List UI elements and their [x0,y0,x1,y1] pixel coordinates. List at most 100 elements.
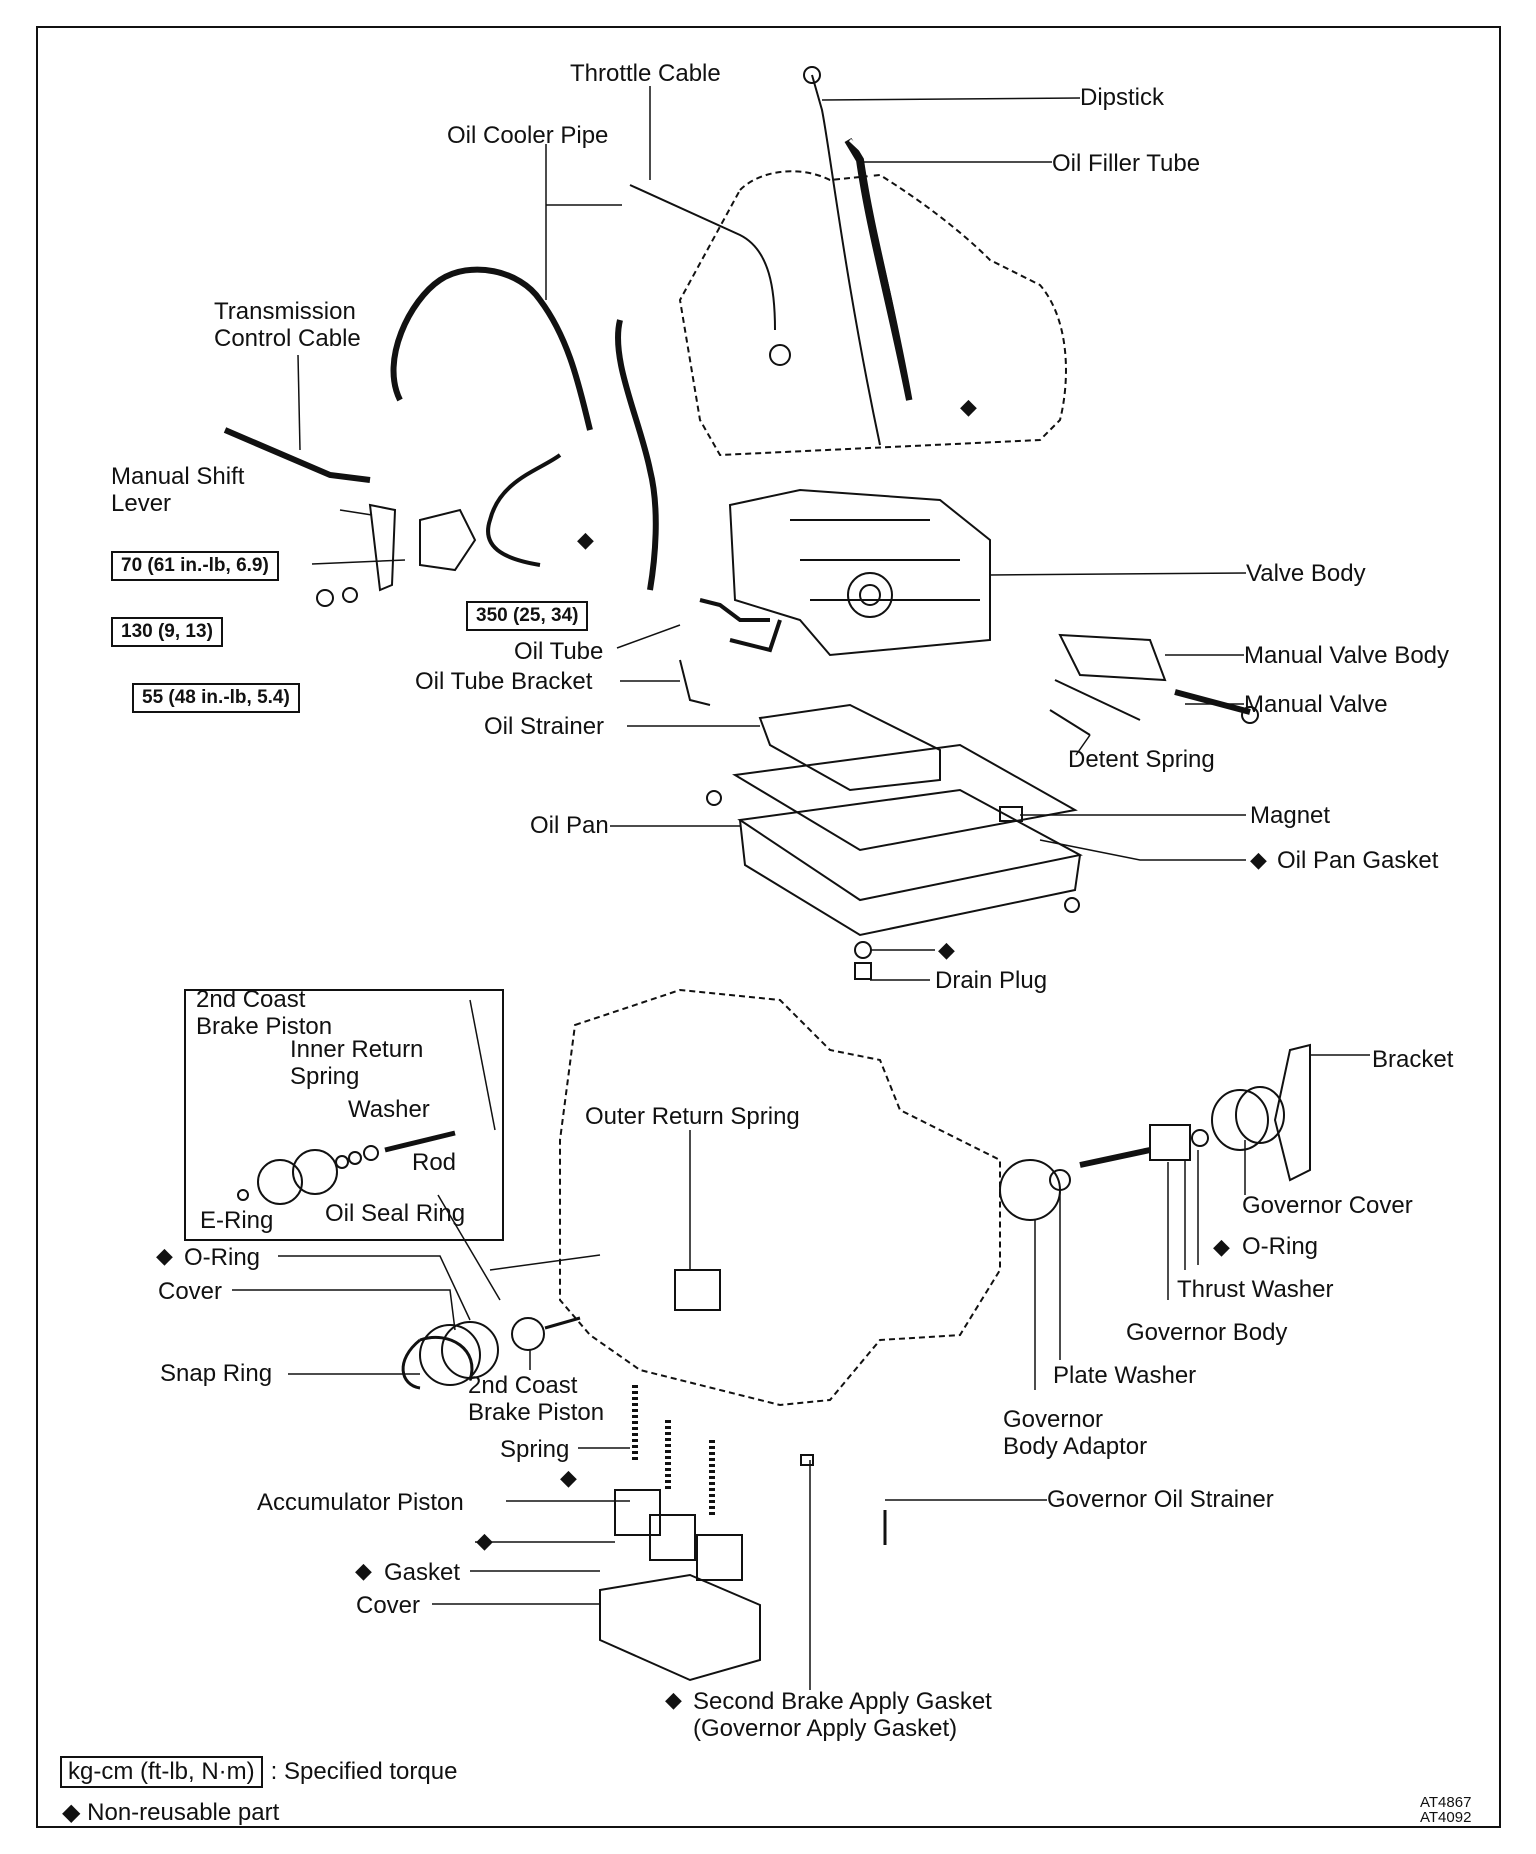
torque-spec-55: 55 (48 in.-lb, 5.4) [132,683,300,713]
inner-return-spring-label-1: Inner Return [290,1036,424,1063]
bracket-label: Bracket [1372,1046,1454,1073]
torque-spec-130: 130 (9, 13) [111,617,223,647]
accumulator-piston-3 [696,1534,743,1581]
torque-spec-70: 70 (61 in.-lb, 6.9) [111,551,279,581]
cover-bottom-label: Cover [356,1592,421,1619]
legend-nonreusable: ◆ Non-reusable part [62,1799,279,1827]
nonreusable-marker: ◆ [1250,847,1267,872]
o-ring-right-label: O-Ring [1242,1233,1319,1260]
oil-strainer-shape [758,703,941,792]
manual-valve-body-shape [1058,633,1167,682]
cover-left-label: Cover [158,1278,223,1305]
oil-seal-ring-label: Oil Seal Ring [325,1200,466,1227]
oil-tube-bracket-label: Oil Tube Bracket [415,668,593,695]
gasket-label: Gasket [384,1559,461,1586]
valve-body-shape [728,488,991,657]
legend-torque: kg-cm (ft-lb, N·m) : Specified torque [60,1756,457,1788]
nonreusable-marker: ◆ [938,937,955,962]
second-brake-apply-gasket-shape [800,1454,814,1466]
figure-code-1: AT4867 [1420,1794,1472,1811]
oil-cooler-pipe-3 [615,319,659,591]
legend-torque-unit: kg-cm (ft-lb, N·m) [60,1756,263,1788]
accumulator-piston-1 [614,1489,661,1536]
snap-ring-label: Snap Ring [160,1360,273,1387]
oil-tube-bracket-shape [679,659,711,706]
inset-2nd-coast-brake-piston-label-1: 2nd Coast [196,986,306,1013]
oil-pan-shape [737,788,1083,902]
2nd-coast-brake-piston-label-2: Brake Piston [468,1399,605,1426]
accumulator-piston-2 [649,1514,696,1561]
oil-tube-label: Oil Tube [514,638,604,665]
nonreusable-marker: ◆ [560,1465,577,1490]
governor-body-adaptor-label-1: Governor [1003,1406,1104,1433]
governor-cover-shape [1235,1086,1285,1144]
thrust-washer-label: Thrust Washer [1177,1276,1334,1303]
leader-lines [232,86,1370,1690]
inset-box [184,989,504,1241]
dipstick-shape [811,74,881,446]
o-ring-left-label: O-Ring [184,1244,261,1271]
bracket-shape [1273,1043,1311,1182]
manual-valve-label: Manual Valve [1244,691,1388,718]
dipstick-ring [803,66,821,84]
nonreusable-marker: ◆ [960,394,977,419]
e-ring-label: E-Ring [200,1207,274,1234]
legend-nonreusable-symbol: ◆ [62,1799,81,1826]
second-brake-apply-gasket-label-2: (Governor Apply Gasket) [693,1715,958,1742]
inset-piston-shape [257,1159,303,1205]
valve-body-label: Valve Body [1246,560,1366,587]
nonreusable-marker: ◆ [1213,1234,1230,1259]
manual-shift-lever-label-1: Manual Shift [111,463,245,490]
o-ring-left-shape [441,1321,499,1379]
transmission-control-cable-label-1: Transmission [214,298,356,325]
legend-nonreusable-text: Non-reusable part [87,1799,280,1826]
figure-code-2: AT4092 [1420,1809,1472,1826]
nonreusable-marker: ◆ [355,1558,372,1583]
throttle-cable-label: Throttle Cable [570,60,721,87]
throttle-cable-end [769,344,791,366]
oil-cooler-pipe-label: Oil Cooler Pipe [447,122,609,149]
governor-body-shape [1149,1124,1191,1161]
oil-cooler-pipe-1 [390,266,593,431]
lower-case-outline [559,988,1001,1407]
drain-plug-shape [854,962,872,980]
manual-valve-shape [1174,689,1251,715]
governor-body-label: Governor Body [1126,1319,1288,1346]
outer-return-spring-shape [674,1269,721,1311]
nonreusable-marker: ◆ [156,1243,173,1268]
cover-left-shape [419,1324,481,1386]
2nd-coast-brake-piston-label-1: 2nd Coast [468,1372,578,1399]
manual-valve-body-label: Manual Valve Body [1244,642,1450,669]
washer-label: Washer [348,1096,430,1123]
governor-body-adaptor-shape [999,1159,1061,1221]
transmission-control-cable-label-2: Control Cable [214,325,361,352]
accumulator-piston-label: Accumulator Piston [257,1489,464,1516]
o-ring-right-shape [1211,1089,1269,1151]
oil-strainer-label: Oil Strainer [484,713,605,740]
magnet-label: Magnet [1250,802,1331,829]
piston-2nd-coast-shape [511,1317,545,1351]
diagram-frame [36,26,1501,1828]
governor-shaft [1079,1147,1151,1168]
manual-shift-bracket-shape [419,508,477,572]
throttle-cable-line [629,184,776,331]
detent-spring-label: Detent Spring [1068,746,1215,773]
legend-torque-text: : Specified torque [270,1758,458,1785]
inner-return-spring-label-2: Spring [290,1063,360,1090]
governor-cover-label: Governor Cover [1242,1192,1413,1219]
upper-case-outline [678,170,1067,457]
oil-pan-gasket-label: Oil Pan Gasket [1277,847,1439,874]
snap-ring-shape [401,1335,474,1390]
oil-pan-gasket-shape [732,743,1078,852]
accumulator-cover-shape [599,1573,761,1682]
rod-label: Rod [412,1149,457,1176]
nonreusable-marker: ◆ [665,1687,682,1712]
drain-plug-washer [854,941,872,959]
governor-oil-strainer-label: Governor Oil Strainer [1047,1486,1274,1513]
oil-filler-tube-label: Oil Filler Tube [1052,150,1201,177]
oil-tube-shape [699,598,782,653]
detent-spring-shape [1049,679,1141,736]
nonreusable-marker: ◆ [476,1528,493,1553]
spring-shapes [632,1385,715,1515]
